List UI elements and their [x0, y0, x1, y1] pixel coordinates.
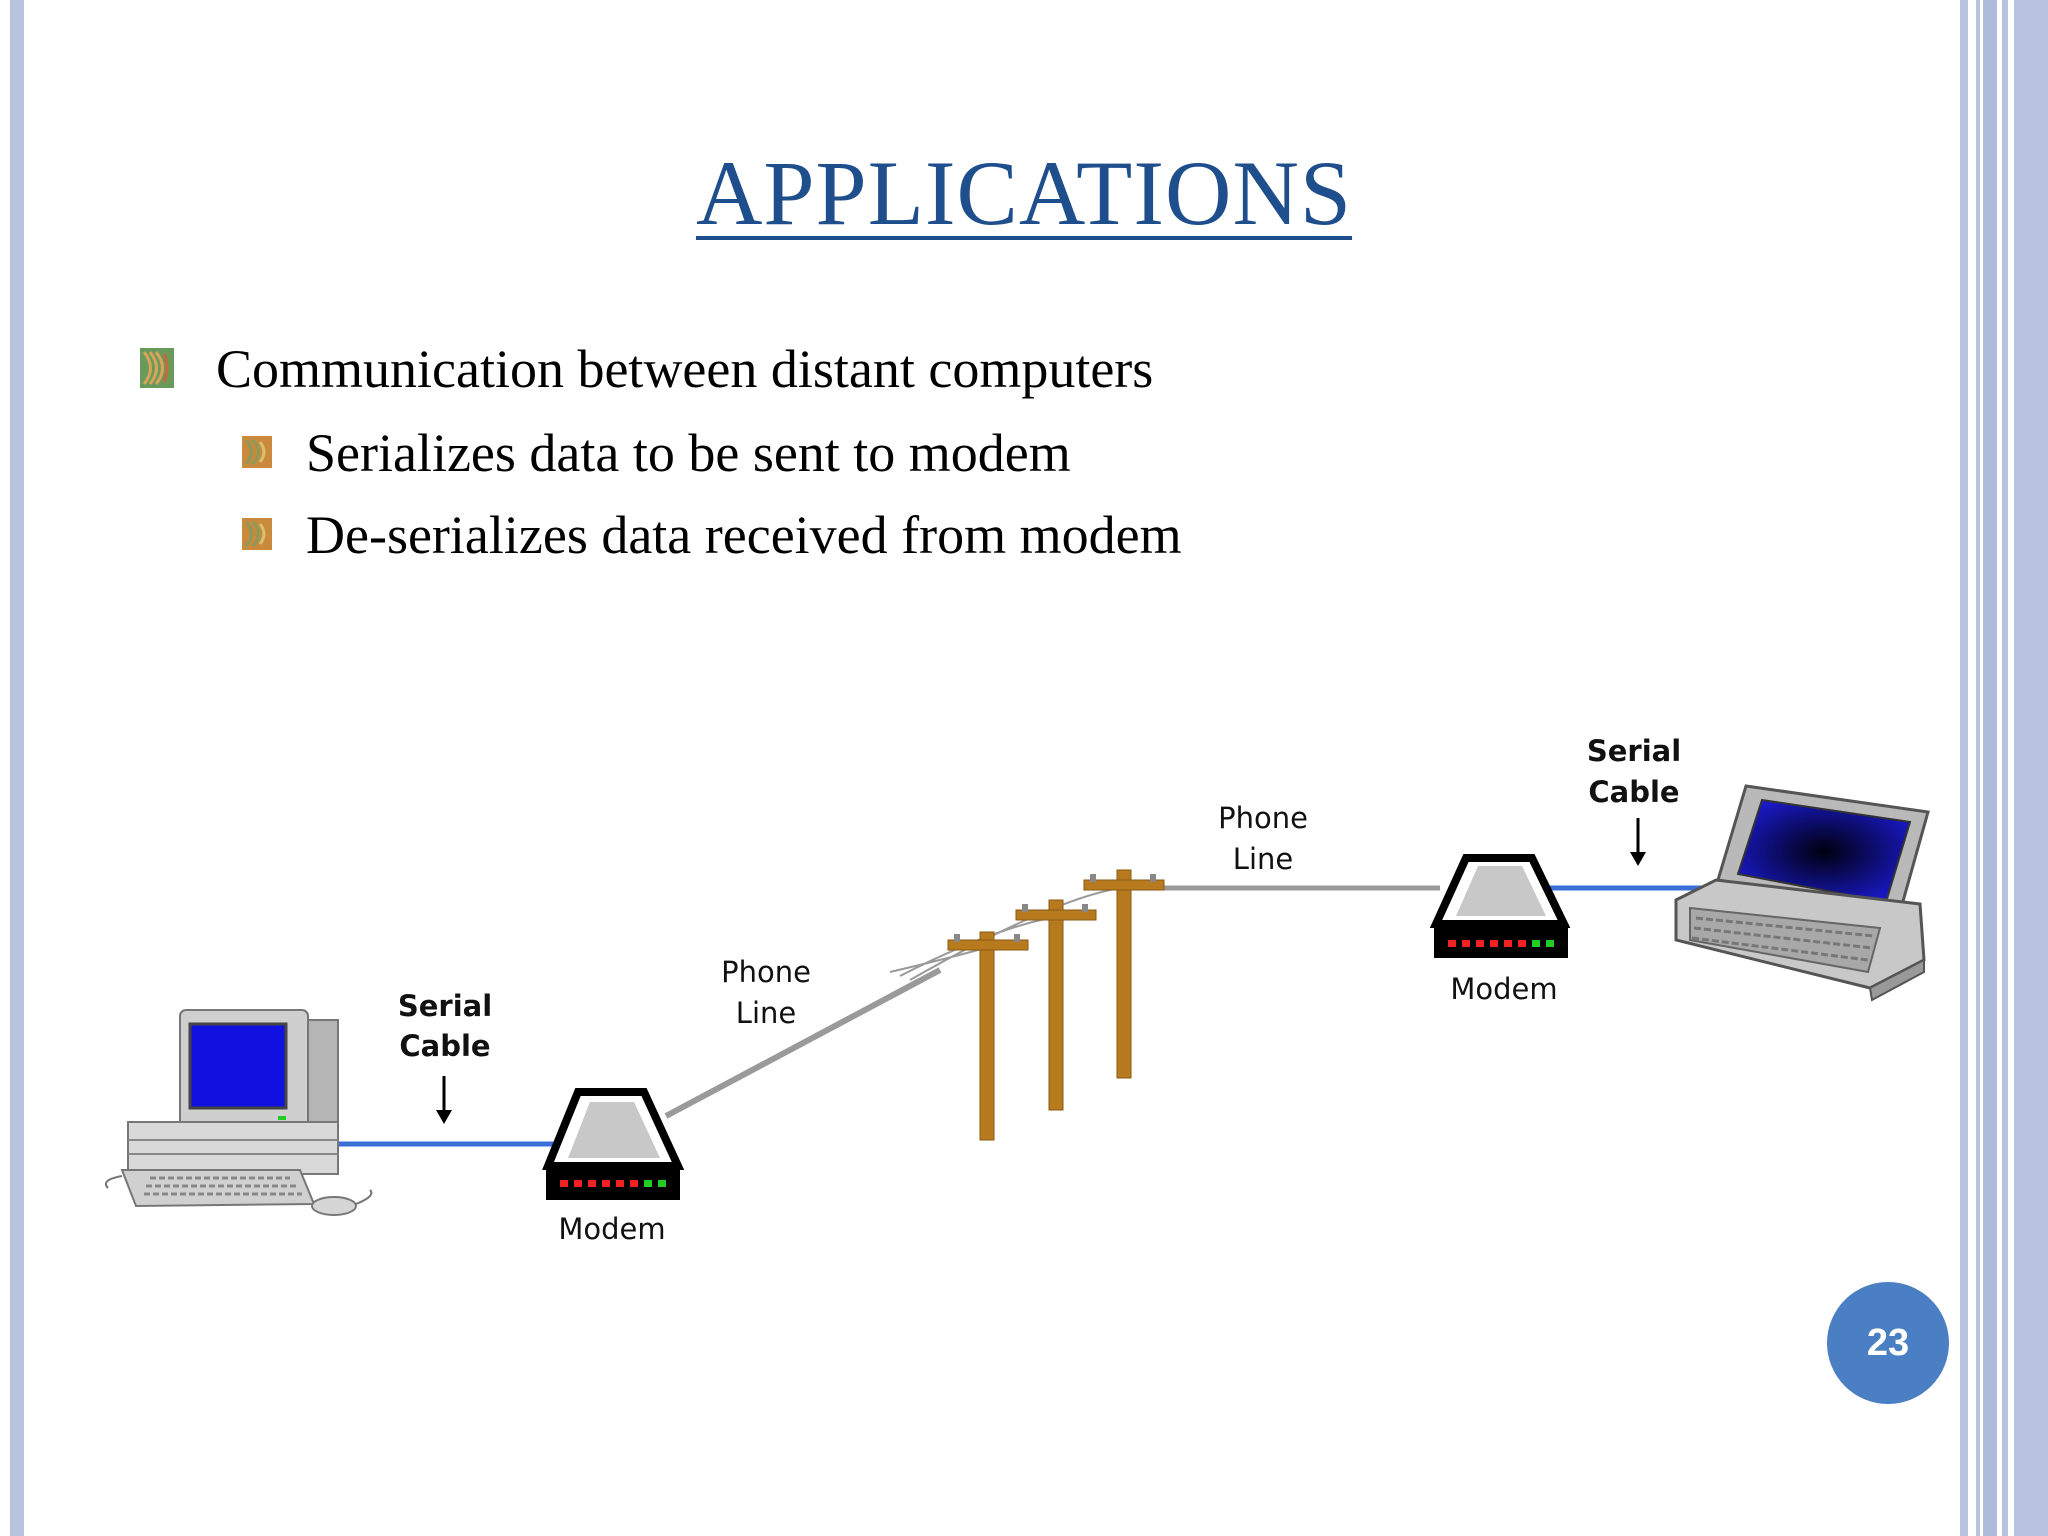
- bullet-marker-icon: [140, 348, 174, 388]
- utility-pole-icon: [1015, 899, 1097, 1111]
- right-serial-label-line2: Cable: [1588, 775, 1679, 809]
- pole-wires: [889, 887, 1121, 981]
- laptop-icon: [1674, 784, 1930, 1002]
- right-accent-bar: [1976, 0, 1980, 1536]
- page-number-badge: 23: [1827, 1282, 1949, 1404]
- right-accent-bar: [1960, 0, 1968, 1536]
- sub-bullet-marker-icon: [242, 436, 272, 468]
- left-serial-arrow-icon: [436, 1076, 452, 1124]
- desktop-computer-icon: [104, 1009, 373, 1216]
- sub-bullet-item: Serializes data to be sent to modem: [306, 423, 1071, 483]
- left-modem-icon: [542, 1088, 685, 1200]
- right-accent-bar: [1983, 0, 1997, 1536]
- right-modem-icon: [1429, 854, 1571, 958]
- slide-title: APPLICATIONS: [695, 142, 1353, 244]
- left-serial-label-line1: Serial: [398, 989, 492, 1023]
- right-modem-label: Modem: [1450, 972, 1557, 1006]
- right-serial-label-line1: Serial: [1587, 734, 1681, 768]
- right-serial-arrow-icon: [1630, 818, 1646, 866]
- left-phone-line: [664, 967, 942, 1119]
- left-accent-bar: [10, 0, 24, 1536]
- right-accent-bar: [2014, 0, 2048, 1536]
- utility-pole-icon: [1083, 869, 1165, 1079]
- left-modem-label: Modem: [558, 1212, 665, 1246]
- sub-bullet-marker-icon: [242, 518, 272, 550]
- phone-line-label-1-line2: Line: [736, 996, 796, 1030]
- sub-bullet-item: De-serializes data received from modem: [306, 505, 1182, 565]
- phone-line-label-2-line1: Phone: [1218, 801, 1308, 835]
- utility-pole-icon: [947, 931, 1029, 1141]
- bullet-item: Communication between distant computers: [216, 339, 1154, 399]
- phone-line-label-2-line2: Line: [1233, 842, 1293, 876]
- phone-line-label-1-line1: Phone: [721, 955, 811, 989]
- left-serial-label-line2: Cable: [399, 1029, 490, 1063]
- right-accent-bar: [2002, 0, 2008, 1536]
